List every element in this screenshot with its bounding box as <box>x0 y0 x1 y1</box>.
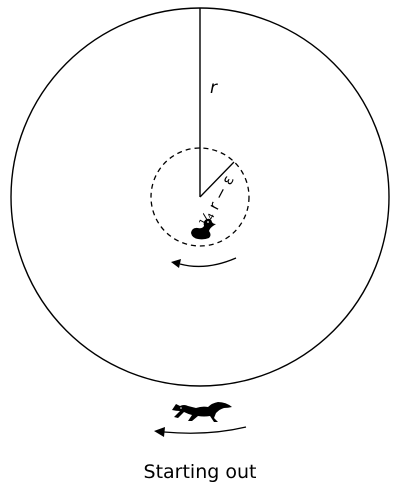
duck-arrowhead <box>171 259 181 268</box>
duck-direction-arrow <box>180 258 236 266</box>
inner-radius-label: ¼ r − ε <box>196 172 238 230</box>
fox-icon <box>172 402 232 422</box>
diagram-caption: Starting out <box>144 461 257 483</box>
radius-label: r <box>210 78 218 98</box>
fox-direction-arrow <box>164 427 246 433</box>
fox-arrowhead <box>154 427 165 437</box>
